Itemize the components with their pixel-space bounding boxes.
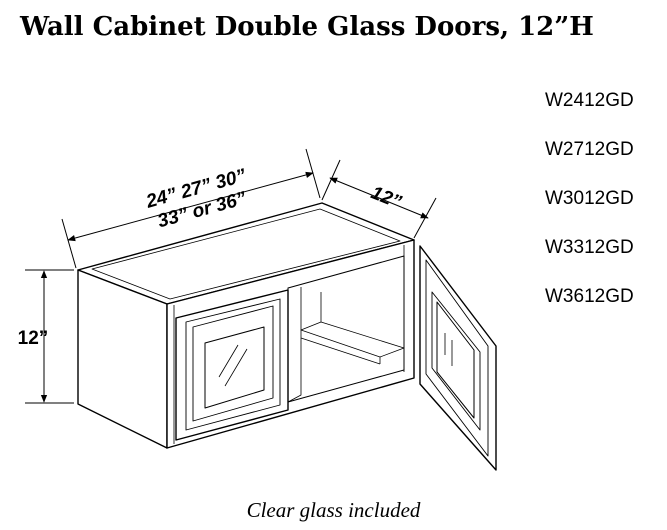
depth-dimension [321, 159, 437, 239]
cabinet-shelf [300, 321, 405, 358]
height-dimension [25, 269, 74, 404]
right-door [419, 245, 497, 471]
page-title: Wall Cabinet Double Glass Doors, 12”H [20, 12, 594, 42]
depth-label: 12” [368, 182, 405, 213]
width-dimension [61, 148, 321, 269]
height-label: 12” [18, 328, 49, 349]
right-door-frame [425, 259, 489, 457]
left-door-frame [185, 298, 281, 431]
model-number: W3012GD [545, 188, 634, 209]
left-door-glass [204, 326, 265, 409]
model-number: W3312GD [545, 237, 634, 258]
right-door-glass [436, 301, 475, 419]
caption: Clear glass included [246, 498, 421, 522]
model-number: W3612GD [545, 286, 634, 307]
model-number-list: W2412GD W2712GD W3012GD W3312GD W3612GD [545, 90, 634, 335]
model-number: W2712GD [545, 139, 634, 160]
left-door [175, 289, 289, 441]
model-number: W2412GD [545, 90, 634, 111]
cabinet-outline [77, 202, 497, 471]
